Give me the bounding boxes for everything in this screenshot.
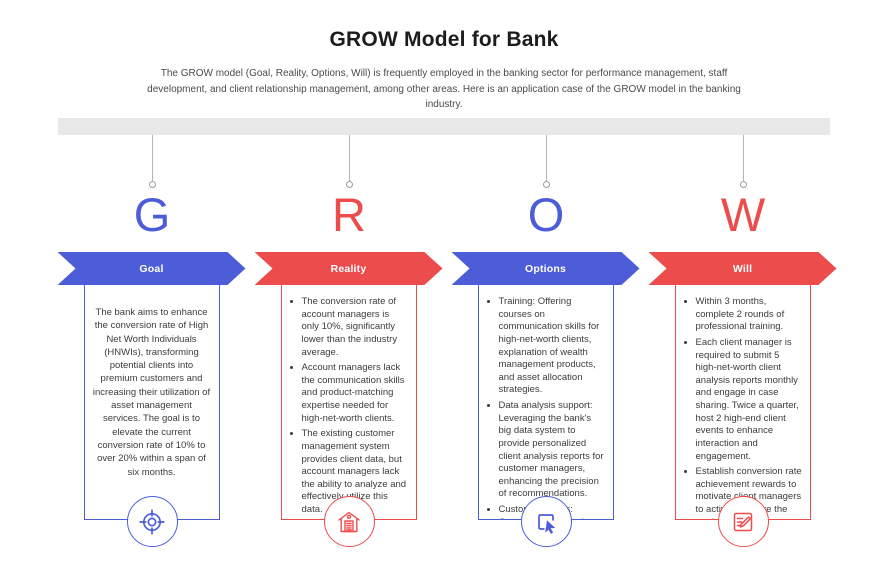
bullet-list: Within 3 months, complete 2 rounds of pr… bbox=[676, 296, 807, 519]
connector-dot bbox=[542, 181, 550, 188]
column-banner-label: Reality bbox=[330, 262, 367, 275]
bullet-list: Training: Offering courses on communicat… bbox=[479, 296, 610, 519]
column-letter: R bbox=[332, 188, 366, 241]
connector-dot bbox=[148, 181, 156, 188]
column-icon-circle bbox=[717, 496, 769, 547]
connector-dot bbox=[739, 181, 747, 188]
grow-column: O Options Training: Offering courses on … bbox=[448, 0, 645, 561]
grow-column: R Reality The conversion rate of account… bbox=[251, 0, 448, 561]
bullet-item: Account managers lack the communication … bbox=[302, 362, 409, 425]
column-box-content: Training: Offering courses on communicat… bbox=[479, 269, 613, 519]
connector-dot bbox=[345, 181, 353, 188]
column-letter: O bbox=[527, 188, 565, 241]
connector-line bbox=[348, 135, 350, 181]
column-icon-circle bbox=[126, 496, 178, 547]
column-banner: Reality bbox=[254, 252, 443, 285]
column-letter: G bbox=[133, 188, 171, 241]
grow-column: W Will Within 3 months, complete 2 round… bbox=[645, 0, 842, 561]
column-banner: Will bbox=[648, 252, 837, 285]
column-box-content: The conversion rate of account managers … bbox=[282, 269, 416, 519]
connector-line bbox=[742, 135, 744, 181]
bullet-item: Training: Offering courses on communicat… bbox=[499, 296, 606, 397]
cursor-click-icon bbox=[531, 507, 561, 537]
column-banner-label: Will bbox=[732, 262, 753, 275]
column-box-content: The bank aims to enhance the conversion … bbox=[85, 269, 219, 519]
bullet-item: Each client manager is required to submi… bbox=[696, 337, 803, 463]
house-document-icon bbox=[335, 508, 363, 536]
column-icon-circle bbox=[323, 496, 375, 547]
column-letter: W bbox=[720, 188, 766, 241]
column-box: Within 3 months, complete 2 rounds of pr… bbox=[674, 268, 811, 520]
column-icon-circle bbox=[520, 496, 572, 547]
bullet-item: Data analysis support: Leveraging the ba… bbox=[499, 400, 606, 501]
document-edit-icon bbox=[729, 508, 757, 536]
column-box-content: Within 3 months, complete 2 rounds of pr… bbox=[676, 269, 810, 519]
column-box: The conversion rate of account managers … bbox=[280, 268, 417, 520]
bullet-item: The conversion rate of account managers … bbox=[302, 296, 409, 359]
page-title: GROW Model for Bank bbox=[329, 28, 559, 51]
timeline-bar bbox=[58, 118, 830, 135]
column-banner: Goal bbox=[57, 252, 246, 285]
column-box: Training: Offering courses on communicat… bbox=[477, 268, 614, 520]
goal-paragraph: The bank aims to enhance the conversion … bbox=[92, 307, 211, 478]
page-subtitle: The GROW model (Goal, Reality, Options, … bbox=[147, 68, 741, 110]
column-banner-label: Goal bbox=[139, 262, 164, 275]
column-banner: Options bbox=[451, 252, 640, 285]
bullet-item: Within 3 months, complete 2 rounds of pr… bbox=[696, 296, 803, 334]
target-icon bbox=[137, 507, 167, 537]
connector-line bbox=[545, 135, 547, 181]
bullet-list: The conversion rate of account managers … bbox=[282, 296, 413, 519]
column-banner-label: Options bbox=[524, 262, 567, 275]
connector-line bbox=[151, 135, 153, 181]
grow-column: G Goal The bank aims to enhance the conv… bbox=[54, 0, 251, 561]
column-box: The bank aims to enhance the conversion … bbox=[83, 268, 220, 520]
